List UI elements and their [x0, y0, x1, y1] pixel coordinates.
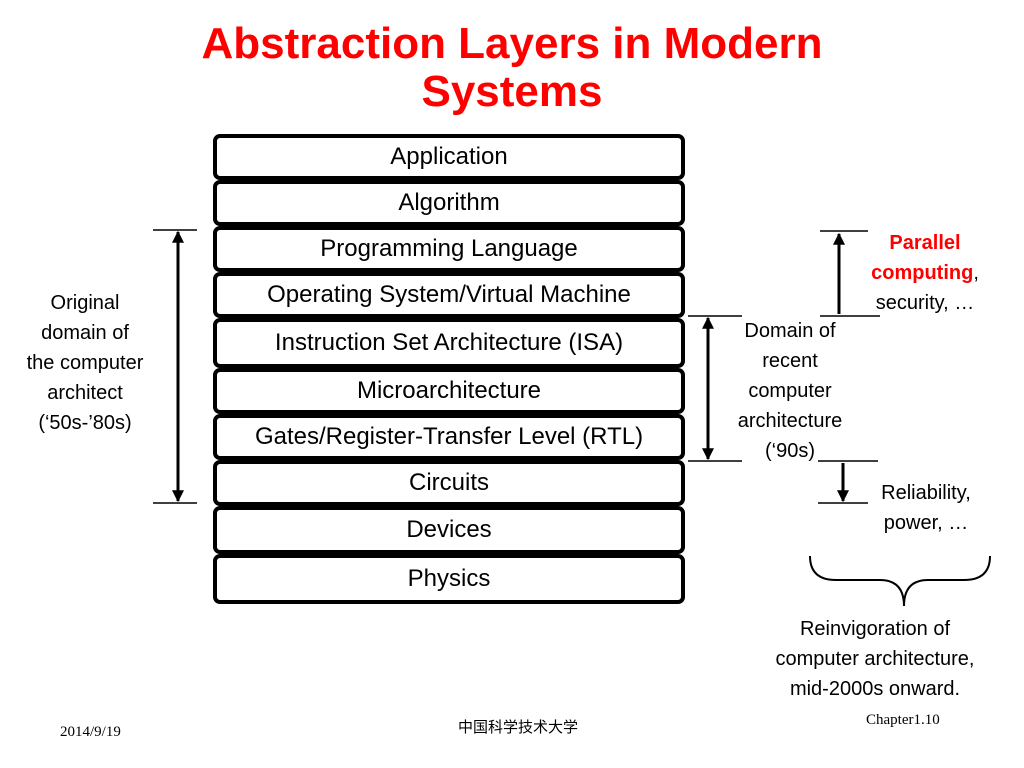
label-line: computer — [748, 380, 832, 402]
label-line: (‘90s) — [764, 440, 815, 462]
reliability-label: Reliability, power, … — [852, 478, 1000, 538]
label-line: domain of — [41, 322, 129, 344]
recent-domain-arrow — [688, 315, 742, 462]
layer-circuits: Circuits — [213, 460, 685, 506]
recent-domain-label: Domain of recent computer architecture (… — [720, 316, 860, 466]
layer-label: Algorithm — [398, 189, 500, 216]
layer-label: Programming Language — [320, 235, 578, 262]
layer-application: Application — [213, 134, 685, 180]
label-line: architect — [47, 382, 123, 404]
title-line-1: Abstraction Layers in Modern — [201, 19, 823, 68]
layer-algorithm: Algorithm — [213, 180, 685, 226]
parallel-bold-line-1: Parallel — [889, 232, 961, 254]
label-line: recent — [762, 350, 818, 372]
layer-rtl: Gates/Register-Transfer Level (RTL) — [213, 414, 685, 460]
parallel-comma: , — [973, 262, 979, 284]
footer-chapter: Chapter1.10 — [866, 712, 940, 728]
parallel-line-3: security, … — [875, 292, 975, 314]
label-line: computer architecture, — [775, 648, 975, 670]
original-domain-arrow — [153, 229, 197, 504]
layer-label: Instruction Set Architecture (ISA) — [274, 329, 624, 356]
title-line-2: Systems — [421, 67, 603, 116]
parallel-line-2: computing, — [842, 258, 1008, 288]
layer-devices: Devices — [213, 506, 685, 554]
parallel-computing-label: Parallel computing, security, … — [842, 228, 1008, 318]
label-line: the computer — [26, 352, 144, 374]
layer-physics: Physics — [213, 554, 685, 604]
label-line: (‘50s-’80s) — [38, 412, 132, 434]
layer-label: Circuits — [408, 469, 489, 496]
label-line: Reliability, — [881, 482, 971, 504]
layer-isa: Instruction Set Architecture (ISA) — [213, 318, 685, 368]
layer-label: Gates/Register-Transfer Level (RTL) — [254, 423, 644, 450]
label-line: power, … — [883, 512, 969, 534]
original-domain-label: Original domain of the computer architec… — [2, 288, 168, 438]
bracket-brace — [809, 555, 991, 607]
layer-programming-language: Programming Language — [213, 226, 685, 272]
layer-label: Devices — [406, 516, 492, 543]
layer-label: Microarchitecture — [356, 377, 542, 404]
label-line: architecture — [737, 410, 843, 432]
label-line: Reinvigoration of — [799, 618, 951, 640]
reliability-down-arrow — [818, 460, 878, 504]
slide-title: Abstraction Layers in Modern Systems — [0, 20, 1024, 116]
label-line: mid-2000s onward. — [789, 678, 961, 700]
layer-label: Physics — [407, 565, 491, 592]
label-line: Original — [50, 292, 120, 314]
label-line: Domain of — [744, 320, 836, 342]
layer-label: Application — [390, 143, 508, 170]
footer-date: 2014/9/19 — [60, 724, 121, 740]
footer-university: 中国科学技术大学 — [458, 718, 579, 736]
layer-operating-system: Operating System/Virtual Machine — [213, 272, 685, 318]
reinvigoration-label: Reinvigoration of computer architecture,… — [730, 614, 1020, 704]
parallel-bold-word: computing — [871, 262, 974, 284]
parallel-up-arrow — [820, 230, 880, 317]
layer-microarchitecture: Microarchitecture — [213, 368, 685, 414]
layer-label: Operating System/Virtual Machine — [267, 281, 631, 308]
